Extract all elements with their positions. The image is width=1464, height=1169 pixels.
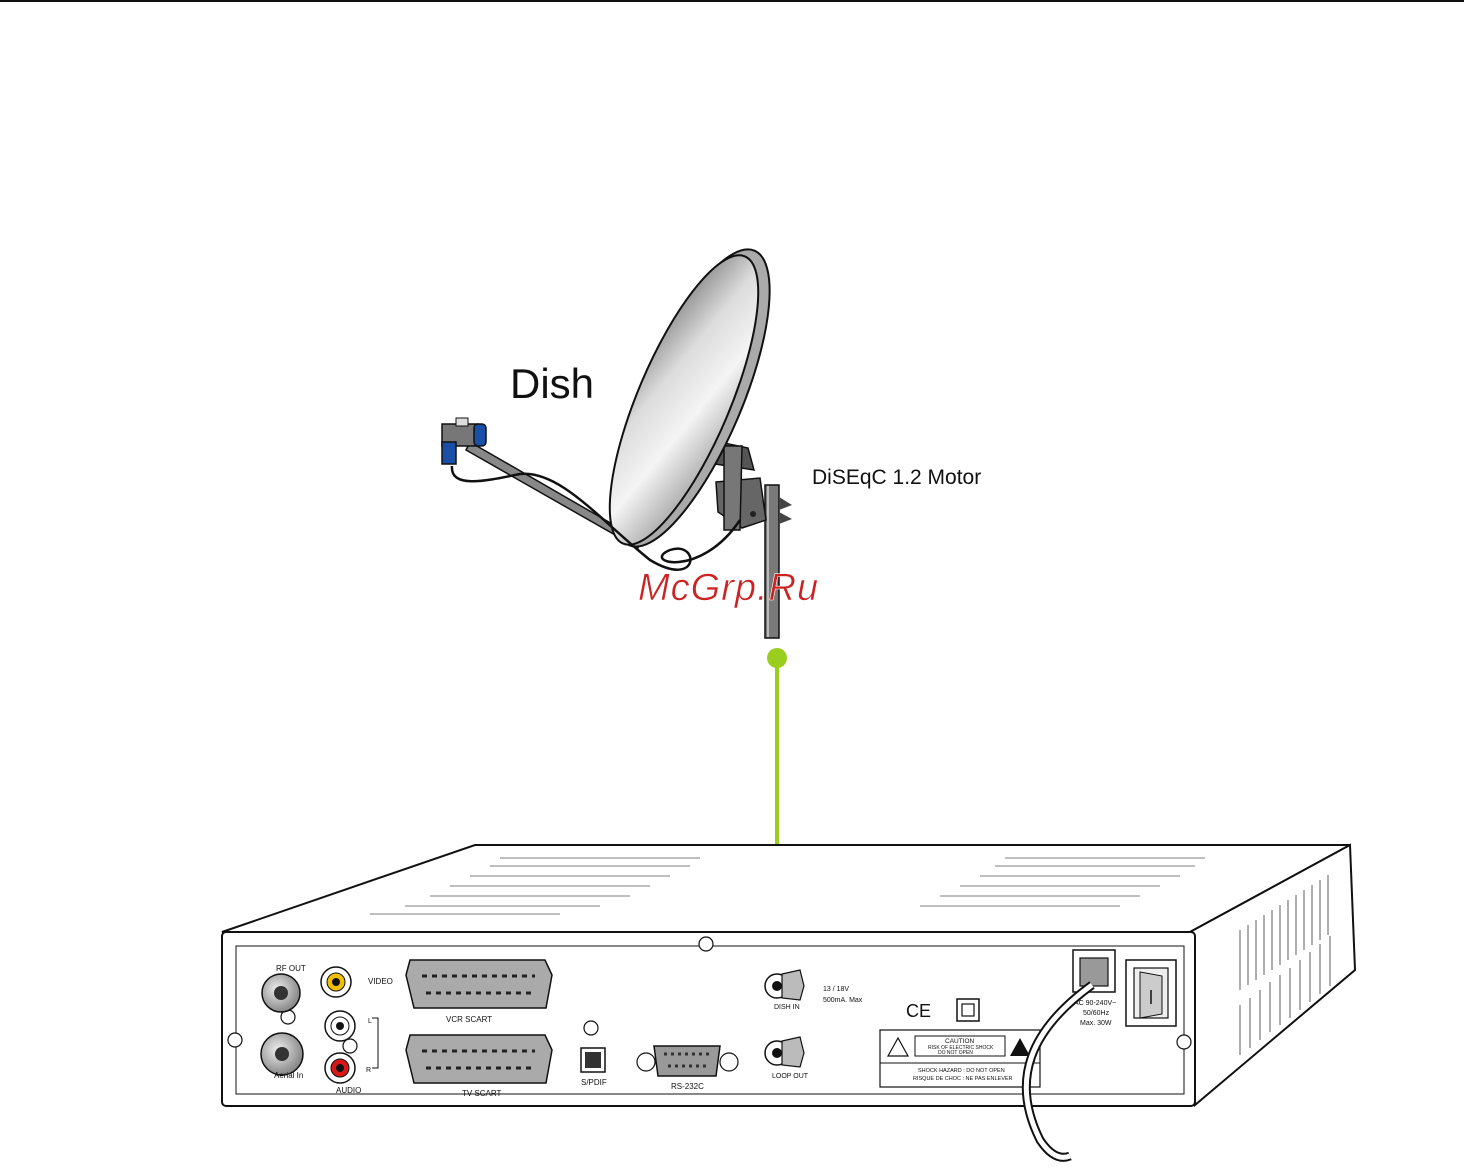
motor-label: DiSEqC 1.2 Motor <box>812 466 981 489</box>
audio-l-label: L <box>368 1018 372 1025</box>
dish-in-current: 500mA. Max <box>823 997 863 1004</box>
ce-mark: CE <box>906 1001 931 1021</box>
power-line2: 50/60Hz <box>1083 1010 1110 1017</box>
vcr-scart-port[interactable] <box>406 960 552 1008</box>
spdif-label: S/PDIF <box>581 1078 607 1087</box>
tv-scart-label: TV SCART <box>462 1089 502 1098</box>
vcr-scart-label: VCR SCART <box>446 1015 492 1024</box>
rs232c-label: RS-232C <box>671 1082 704 1091</box>
shock-line2: RISQUE DE CHOC : NE PAS ENLEVER <box>913 1076 1013 1082</box>
video-label: VIDEO <box>368 977 393 986</box>
caution-title: CAUTION <box>945 1038 975 1045</box>
aerial-in-label: Aerial In <box>274 1071 303 1080</box>
lnb-cap <box>474 424 486 446</box>
rf-out-label: RF OUT <box>276 964 306 973</box>
dish-label: Dish <box>510 360 594 407</box>
lnb-connector <box>442 442 456 464</box>
watermark: McGrp.Ru <box>638 567 819 609</box>
dish-in-voltage: 13 / 18V <box>823 986 849 993</box>
loop-out-label: LOOP OUT <box>772 1073 809 1080</box>
audio-label: AUDIO <box>336 1086 361 1095</box>
tv-scart-port[interactable] <box>406 1035 552 1083</box>
audio-r-label: R <box>366 1067 371 1074</box>
dish-in-label: DISH IN <box>774 1004 800 1011</box>
caution-line2: DO NOT OPEN <box>938 1050 973 1056</box>
power-line3: Max. 30W <box>1080 1020 1112 1027</box>
power-line1: AC 90-240V~ <box>1074 1000 1116 1007</box>
shock-line1: SHOCK HAZARD : DO NOT OPEN <box>918 1068 1005 1074</box>
receiver: RF OUT Aerial In VIDEO L R AUDIO VCR SCA… <box>222 845 1355 1106</box>
